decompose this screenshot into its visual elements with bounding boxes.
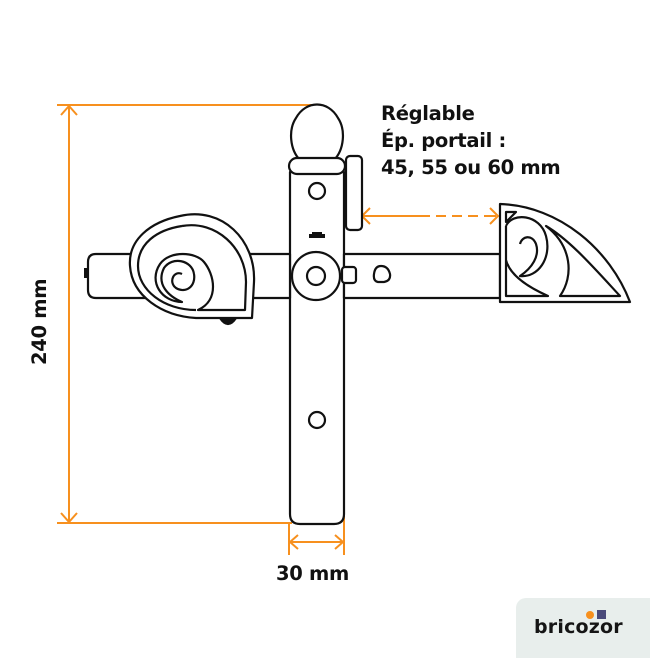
adjustable-arrow	[360, 207, 500, 225]
brand-badge: bricozor	[516, 598, 650, 658]
adjustable-note: Réglable Ép. portail : 45, 55 ou 60 mm	[381, 100, 561, 181]
width-dimension	[288, 515, 345, 555]
height-label: 240 mm	[28, 278, 51, 365]
handle-outline	[84, 103, 632, 526]
brand-dot-icon	[586, 611, 594, 619]
brand-square-icon	[597, 610, 606, 619]
brand-logo-text: bricozor	[534, 616, 623, 638]
height-dimension	[57, 104, 316, 524]
width-label: 30 mm	[276, 562, 350, 585]
note-line-1: Réglable	[381, 102, 475, 125]
note-line-2: Ép. portail :	[381, 129, 506, 152]
note-line-3: 45, 55 ou 60 mm	[381, 156, 561, 179]
